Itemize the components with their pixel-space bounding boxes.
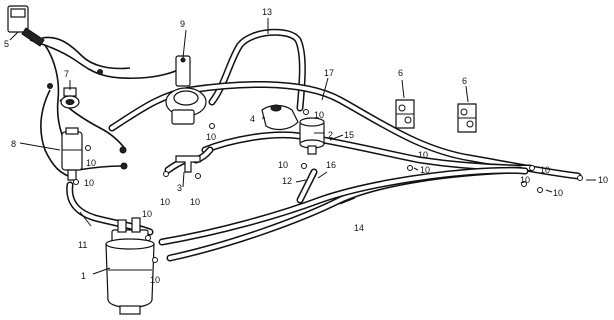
- callout-8: 8: [11, 139, 16, 149]
- hose-12: [296, 168, 318, 204]
- callout-3: 3: [177, 183, 182, 193]
- callout-10j: 10: [420, 165, 430, 175]
- callout-10d: 10: [314, 110, 324, 120]
- callout-12: 12: [282, 176, 292, 186]
- callout-9: 9: [180, 19, 185, 29]
- callout-10e: 10: [278, 160, 288, 170]
- clamp-part-6b: [457, 103, 477, 133]
- wire-harness: [29, 36, 183, 179]
- callout-17: 17: [324, 68, 334, 78]
- callout-16: 16: [326, 160, 336, 170]
- callout-10g: 10: [190, 197, 200, 207]
- callout-10m: 10: [553, 188, 563, 198]
- callout-1: 1: [81, 271, 86, 281]
- hose-clips: [73, 109, 583, 263]
- t-joint-part-3: [175, 155, 201, 173]
- bracket-part-4: [261, 104, 299, 131]
- leader-lines: [9, 18, 596, 275]
- callout-10i: 10: [150, 275, 160, 285]
- callout-10f: 10: [160, 197, 170, 207]
- callout-6a: 6: [398, 68, 403, 78]
- callout-10b: 10: [84, 178, 94, 188]
- callout-6b: 6: [462, 76, 467, 86]
- callout-5: 5: [4, 39, 9, 49]
- callout-13: 13: [262, 7, 272, 17]
- callout-10n: 10: [598, 175, 608, 185]
- control-valve-part-9: [165, 55, 207, 125]
- callout-11: 11: [78, 240, 87, 250]
- callout-10c: 10: [206, 132, 216, 142]
- hose-15: [201, 131, 534, 172]
- hose-13: [208, 28, 306, 112]
- callout-10o: 10: [418, 150, 428, 160]
- callout-7: 7: [64, 69, 69, 79]
- callout-10l: 10: [520, 175, 530, 185]
- filter-part-2: [299, 117, 325, 155]
- callout-10h: 10: [142, 209, 152, 219]
- solenoid-part-8: [61, 127, 83, 181]
- callout-4: 4: [250, 114, 255, 124]
- hose-14: [158, 166, 529, 246]
- clamp-part-6a: [395, 99, 415, 129]
- callout-15: 15: [344, 130, 354, 140]
- connector-part-5: [7, 5, 45, 47]
- hose-16: [166, 166, 524, 262]
- callout-14: 14: [354, 223, 364, 233]
- callout-10a: 10: [86, 158, 96, 168]
- callout-10k: 10: [540, 165, 550, 175]
- canister-part-1: [105, 217, 155, 315]
- callout-2: 2: [328, 130, 333, 140]
- callout-labels: 1 2 3 4 5 6 6 7 8 9 10 10 10 10 10 10 10…: [4, 7, 608, 285]
- sensor-part-7: [60, 87, 80, 109]
